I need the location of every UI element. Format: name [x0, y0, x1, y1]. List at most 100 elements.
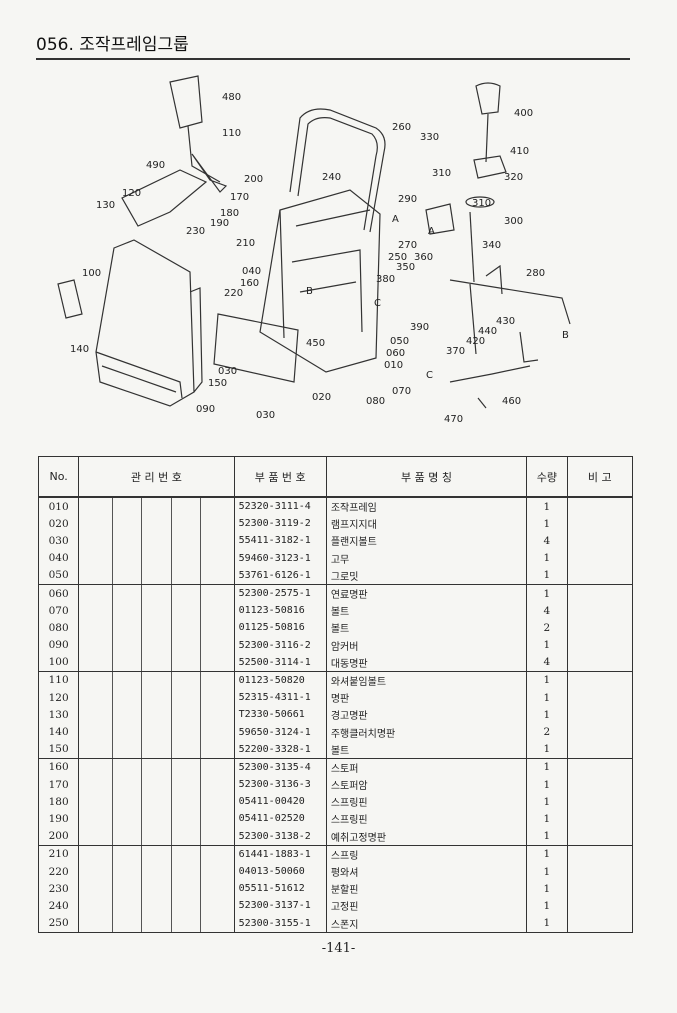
cell-name: 스폰지	[325, 914, 528, 933]
cell-remark	[566, 914, 634, 933]
svg-text:390: 390	[410, 322, 429, 333]
linkage-rod-part	[449, 279, 571, 325]
cell-name: 볼트	[325, 740, 528, 759]
cell-remark	[566, 671, 634, 690]
cell-part-no: 52320-3111-4	[233, 497, 327, 516]
svg-text:160: 160	[240, 278, 259, 289]
cell-qty: 1	[526, 862, 568, 881]
cell-qty: 1	[526, 689, 568, 707]
cell-remark	[566, 566, 634, 585]
svg-text:350: 350	[396, 262, 415, 273]
svg-text:450: 450	[306, 338, 325, 349]
cell-name: 암커버	[325, 636, 528, 654]
cell-remark	[566, 619, 634, 637]
cell-name: 스토퍼	[325, 758, 528, 776]
cell-no: 090	[37, 636, 80, 654]
cell-name: 스프링핀	[325, 810, 528, 828]
svg-text:320: 320	[504, 172, 523, 183]
cell-name: 분할핀	[325, 880, 528, 898]
cell-name: 고무	[325, 549, 528, 567]
side-cover-part	[95, 239, 195, 407]
svg-text:A: A	[392, 214, 399, 225]
svg-text:230: 230	[186, 226, 205, 237]
cell-mgmt	[78, 549, 235, 567]
cell-part-no: 01125-50816	[233, 619, 327, 637]
cell-no: 080	[37, 619, 80, 637]
cell-remark	[566, 584, 634, 603]
cell-mgmt	[78, 723, 235, 741]
cell-part-no: 52300-3138-2	[233, 827, 327, 846]
cell-name: 와셔붙임볼트	[325, 671, 528, 690]
cell-no: 190	[37, 810, 80, 828]
cell-no: 200	[37, 827, 80, 846]
cell-qty: 1	[526, 793, 568, 811]
svg-text:330: 330	[420, 132, 439, 143]
svg-text:430: 430	[496, 316, 515, 327]
cell-name: 평와셔	[325, 862, 528, 881]
cell-mgmt	[78, 862, 235, 881]
svg-text:120: 120	[122, 188, 141, 199]
cell-no: 230	[37, 880, 80, 898]
svg-text:380: 380	[376, 274, 395, 285]
col-header-name: 부 품 명 칭	[325, 456, 528, 498]
cell-mgmt	[78, 827, 235, 846]
cell-mgmt	[78, 880, 235, 898]
col-header-no: No.	[37, 456, 80, 498]
cell-remark	[566, 653, 634, 672]
cell-name: 경고명판	[325, 706, 528, 724]
cell-qty: 1	[526, 758, 568, 776]
cell-mgmt	[78, 845, 235, 863]
cell-part-no: 52300-2575-1	[233, 584, 327, 603]
cell-qty: 1	[526, 671, 568, 690]
cell-remark	[566, 549, 634, 567]
nameplate-part	[57, 279, 83, 319]
svg-text:260: 260	[392, 122, 411, 133]
cell-name: 연료명판	[325, 584, 528, 603]
cell-no: 010	[37, 497, 80, 516]
cell-part-no: 52300-3116-2	[233, 636, 327, 654]
svg-text:130: 130	[96, 200, 115, 211]
cell-qty: 1	[526, 845, 568, 863]
col-header-remark: 비 고	[566, 456, 634, 498]
svg-text:080: 080	[366, 396, 385, 407]
cell-remark	[566, 636, 634, 654]
svg-text:280: 280	[526, 268, 545, 279]
front-panel-part	[213, 313, 299, 383]
svg-text:190: 190	[210, 218, 229, 229]
cell-remark	[566, 897, 634, 915]
svg-text:220: 220	[224, 288, 243, 299]
cell-qty: 1	[526, 515, 568, 533]
cell-part-no: 01123-50820	[233, 671, 327, 690]
cell-no: 220	[37, 862, 80, 881]
svg-text:C: C	[374, 298, 381, 309]
cell-part-no: 55411-3182-1	[233, 532, 327, 550]
cell-part-no: 59460-3123-1	[233, 549, 327, 567]
svg-text:060: 060	[386, 348, 405, 359]
cell-no: 240	[37, 897, 80, 915]
cell-name: 대동명판	[325, 653, 528, 672]
cell-qty: 1	[526, 810, 568, 828]
mirror-part	[169, 75, 203, 129]
cell-part-no: 53761-6126-1	[233, 566, 327, 585]
cell-qty: 1	[526, 897, 568, 915]
cell-remark	[566, 880, 634, 898]
cell-no: 180	[37, 793, 80, 811]
svg-text:470: 470	[444, 414, 463, 425]
reference-letters: A A B B C C	[306, 214, 569, 381]
col-header-part-no: 부 품 번 호	[233, 456, 327, 498]
cell-no: 170	[37, 776, 80, 794]
cell-part-no: 61441-1883-1	[233, 845, 327, 863]
cell-part-no: 52200-3328-1	[233, 740, 327, 759]
main-frame-part	[259, 189, 381, 373]
cell-name: 플랜지볼트	[325, 532, 528, 550]
cell-remark	[566, 810, 634, 828]
svg-text:020: 020	[312, 392, 331, 403]
